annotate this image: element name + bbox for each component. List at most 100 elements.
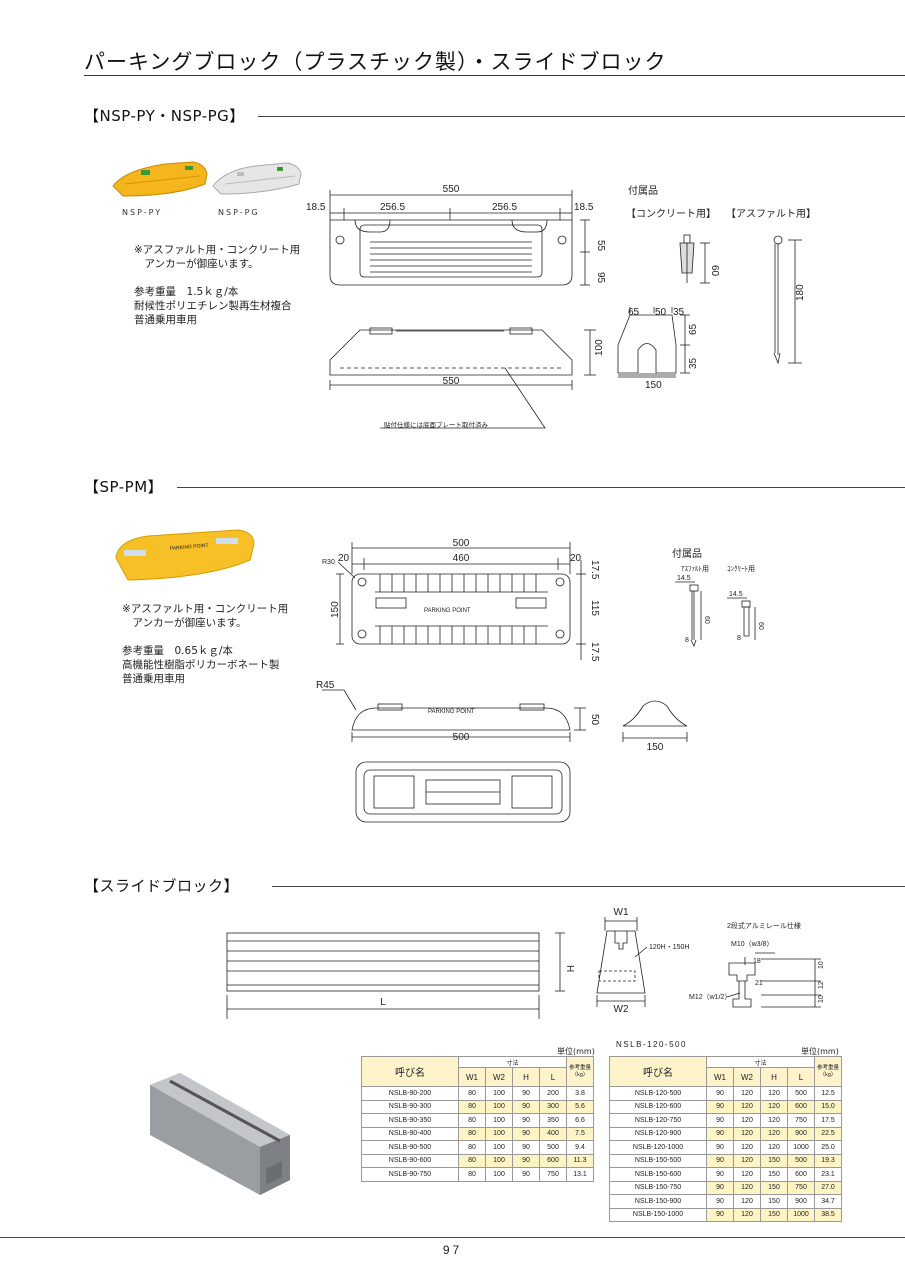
- nsp-accessory-asphalt: 【アスファルト用】: [726, 209, 816, 220]
- dim-150-side: 150: [330, 601, 341, 618]
- sppm-notes: ※アスファルト用・コンクリート用 アンカーが御座います。 参考重量 0.65ｋｇ…: [122, 602, 288, 686]
- nsp-py-photo: [112, 161, 208, 197]
- col-header-name: 呼び名: [361, 1056, 459, 1087]
- title-divider: [84, 75, 905, 76]
- dim-20-right: 20: [570, 553, 582, 564]
- sppm-photo-logo: PARKING POINT: [170, 543, 209, 552]
- caption-nsp-pg: NSP-PG: [218, 208, 260, 217]
- dim-180: 180: [795, 284, 806, 301]
- note-line: ※アスファルト用・コンクリート用: [122, 603, 289, 615]
- dim-115: 115: [589, 600, 600, 616]
- slide-d21: 21: [755, 980, 763, 987]
- dim-35-top: 35: [673, 307, 685, 318]
- nsp-accessory-drawings: 60 180 65 50 35 65 35 150: [617, 234, 806, 391]
- slide-label-l: L: [380, 997, 386, 1008]
- dim-550-top: 550: [443, 184, 460, 195]
- col-header-group: 寸法: [706, 1056, 815, 1068]
- nsp-accessory-concrete: 【コンクリート用】: [626, 209, 716, 220]
- footer-divider: [0, 1237, 905, 1238]
- dim-50: 50: [655, 307, 667, 318]
- nsp-pg-photo: [212, 162, 302, 195]
- dim-60-a: 60: [703, 616, 710, 624]
- dim-20-left: 20: [338, 553, 350, 564]
- table-right-label: NSLB-120-500: [616, 1040, 687, 1049]
- slide-rail-note: 2段式アルミレール仕様: [727, 921, 801, 930]
- col-header-weight: 参考重量（kg）: [566, 1056, 594, 1087]
- dim-r45: R45: [316, 680, 335, 691]
- dim-256-5-left: 256.5: [380, 202, 405, 213]
- dim-500-bottom: 500: [453, 732, 470, 743]
- dim-150-end: 150: [647, 742, 664, 753]
- slide-block-photo: [150, 1073, 290, 1195]
- slide-block-drawing: L H W1 W2 120H・150H 2段式アルミレール仕様 M10（w3/8…: [226, 907, 825, 1019]
- sppm-drawing: 500 460 20 20 R30 17.5 115 17.5 150 PARK…: [316, 538, 600, 823]
- note-line: アンカーが御座います。: [134, 258, 259, 270]
- sppm-accessory-drawings: ｱｽﾌｧﾙﾄ用 ｺﾝｸﾘｰﾄ用 14.5 14.5 60 60 8 8 150: [622, 565, 764, 753]
- caption-nsp-py: NSP-PY: [122, 208, 163, 217]
- section-divider-sppm: [177, 487, 905, 488]
- dim-8-a: 8: [685, 637, 689, 644]
- sppm-accessory-title: 付属品: [672, 549, 702, 560]
- sppm-drawing-logo: PARKING POINT: [424, 608, 471, 614]
- dim-95: 95: [595, 272, 606, 284]
- dim-17-5-bottom: 17.5: [589, 642, 600, 662]
- dim-17-5-top: 17.5: [589, 560, 600, 580]
- note-line: 参考重量 1.5ｋｇ/本: [134, 286, 239, 298]
- dim-500-top: 500: [453, 538, 470, 549]
- slide-label-w1: W1: [614, 907, 629, 918]
- dim-550-bottom: 550: [443, 376, 460, 387]
- dim-256-5-right: 256.5: [492, 202, 517, 213]
- slide-m12: M12（w1/2）: [689, 993, 731, 1001]
- slide-m10: M10（w3/8）: [731, 940, 773, 948]
- dim-65-top: 65: [628, 307, 640, 318]
- col-header-w2: W2: [733, 1067, 761, 1087]
- table-right-unit: 単位(mm): [801, 1047, 839, 1056]
- dim-65-side: 65: [688, 323, 699, 335]
- col-header-w2: W2: [485, 1067, 513, 1087]
- slide-label-h: H: [564, 965, 575, 972]
- slide-d18: 18: [753, 958, 761, 965]
- plate-note: 貼付仕様には底面プレート取付済み: [384, 421, 488, 429]
- dim-8-b: 8: [737, 635, 741, 642]
- dim-r30: R30: [322, 559, 335, 566]
- col-header-weight: 参考重量（kg）: [814, 1056, 842, 1087]
- dim-18-5-left: 18.5: [306, 202, 326, 213]
- note-line: 普通乗用車用: [134, 314, 197, 326]
- section-heading-slide: 【スライドブロック】: [84, 877, 240, 895]
- section-divider-nsp: [258, 116, 905, 117]
- acc-asphalt-label: ｱｽﾌｧﾙﾄ用: [681, 565, 709, 573]
- col-header-l: L: [787, 1067, 815, 1087]
- col-header-h: H: [512, 1067, 540, 1087]
- col-header-w1: W1: [458, 1067, 486, 1087]
- page-number: 97: [442, 1243, 463, 1257]
- col-header-group: 寸法: [458, 1056, 567, 1068]
- note-line: 耐候性ポリエチレン製再生材複合: [134, 300, 292, 312]
- section-heading-nsp: 【NSP-PY・NSP-PG】: [84, 107, 245, 125]
- dim-18-5-right: 18.5: [574, 202, 594, 213]
- dim-100: 100: [594, 339, 605, 356]
- dim-35-side: 35: [688, 357, 699, 369]
- col-header-w1: W1: [706, 1067, 734, 1087]
- note-line: 普通乗用車用: [122, 673, 185, 685]
- dim-14-5-a: 14.5: [677, 575, 691, 582]
- nsp-product-photos: [112, 161, 302, 197]
- dim-50: 50: [589, 714, 600, 726]
- nsp-accessory-title: 付属品: [628, 186, 658, 197]
